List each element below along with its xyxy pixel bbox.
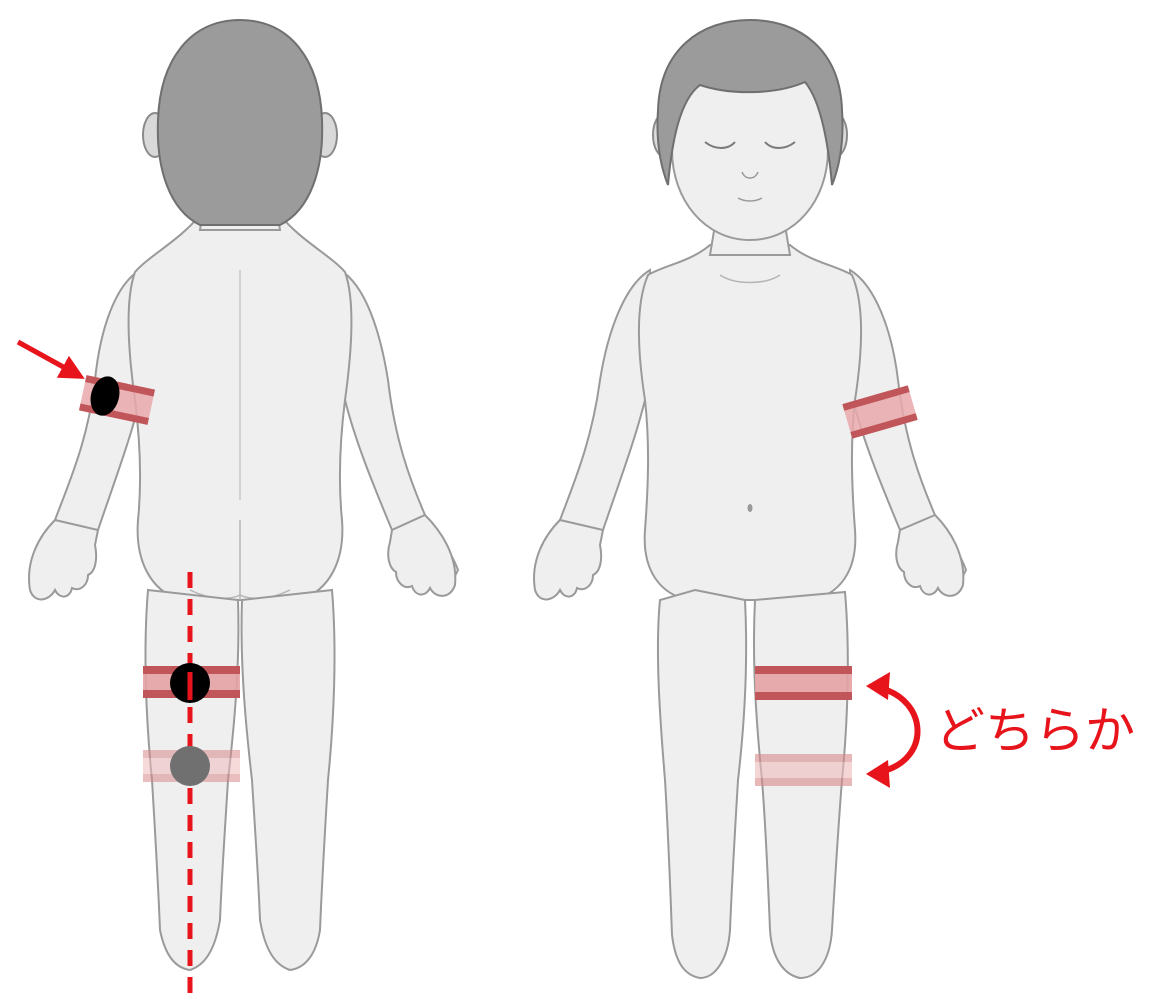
- front-left-hand: [534, 520, 603, 599]
- navel: [748, 504, 753, 512]
- front-right-hand: [896, 515, 963, 596]
- front-left-leg: [658, 590, 746, 978]
- back-right-hand: [388, 515, 455, 596]
- front-thigh-band: [755, 666, 852, 700]
- arrow-icon: [18, 342, 76, 374]
- back-calf-marker: [170, 746, 210, 786]
- curved-double-arrow-icon: [866, 672, 918, 788]
- back-left-hand: [29, 520, 98, 599]
- back-right-leg: [242, 590, 335, 970]
- front-calf-band: [755, 754, 852, 786]
- back-hair: [158, 20, 322, 225]
- child-figure-back: [29, 20, 458, 970]
- either-label: どちらか: [935, 702, 1135, 760]
- front-torso: [639, 245, 861, 600]
- child-figure-front: [534, 20, 966, 978]
